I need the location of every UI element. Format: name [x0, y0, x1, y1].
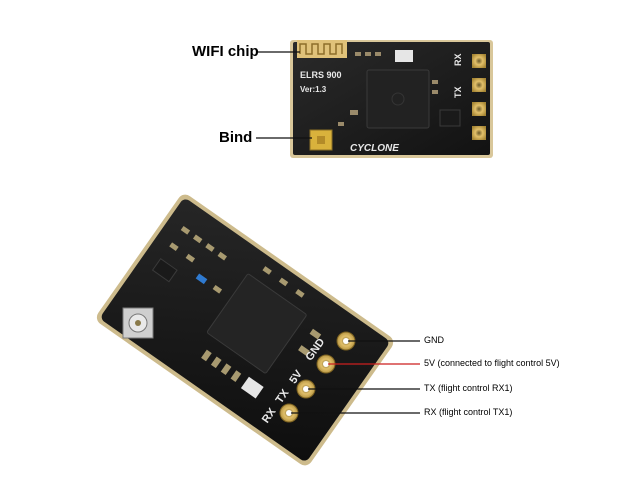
chip-marking [391, 92, 405, 106]
bottom-receiver-board: GND 5V TX RX [96, 194, 420, 466]
silk-brand: CYCLONE [350, 143, 399, 154]
wifi-chip-label: WIFI chip [192, 43, 259, 60]
bind-label: Bind [219, 129, 253, 146]
top-smd-components [338, 50, 461, 127]
bottom-pin-pads [279, 331, 356, 423]
top-main-chip [366, 69, 430, 129]
gnd-callout: GND [424, 335, 444, 345]
top-pin-pads [472, 54, 486, 140]
wifi-chip-antenna [297, 40, 347, 58]
tx-callout: TX (flight control RX1) [424, 383, 513, 393]
bind-button [309, 129, 333, 151]
top-receiver-board: ELRS 900 Ver:1.3 CYCLONE RX TX [256, 40, 493, 158]
top-pin-rx-label: RX [453, 53, 463, 66]
silk-model: ELRS 900 [300, 70, 342, 80]
top-pin-tx-label: TX [453, 86, 463, 98]
5v-callout: 5V (connected to flight control 5V) [424, 358, 560, 368]
bottom-smd-components [151, 225, 322, 399]
bottom-main-chip [206, 273, 307, 374]
silk-version: Ver:1.3 [300, 85, 327, 94]
rx-callout: RX (flight control TX1) [424, 407, 513, 417]
ipex-connector [122, 307, 154, 339]
